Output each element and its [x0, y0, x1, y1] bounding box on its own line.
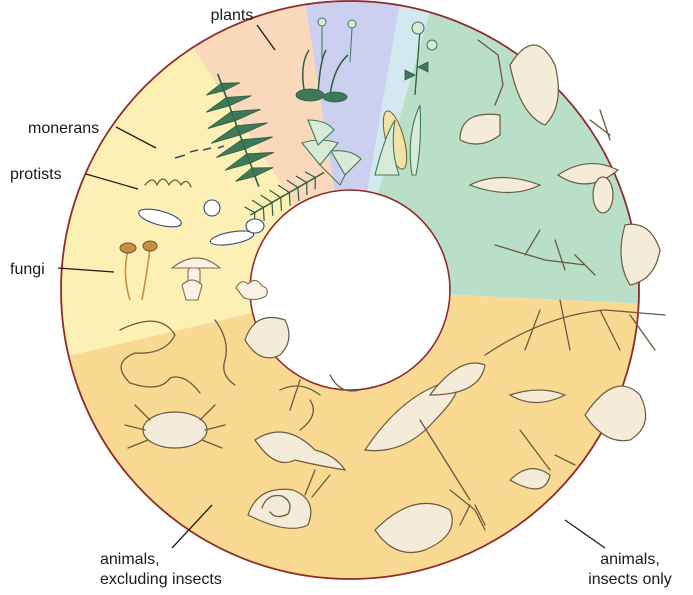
label-plants: plants [211, 7, 254, 24]
label-monerans: monerans [28, 120, 99, 137]
label-protists: protists [10, 166, 62, 183]
inner-ring-border [250, 190, 450, 390]
label-animals-excluding-insects: animals,excluding insects [100, 551, 222, 588]
label-animals-insects-only: animals,insects only [588, 551, 672, 588]
label-fungi: fungi [10, 261, 45, 278]
leader-line-animals-insects-only [565, 520, 605, 548]
